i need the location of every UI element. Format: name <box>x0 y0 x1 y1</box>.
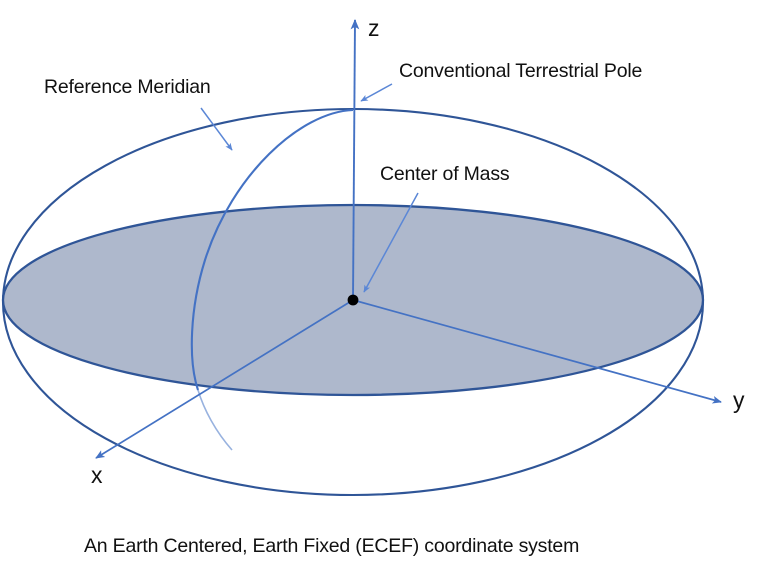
figure-caption: An Earth Centered, Earth Fixed (ECEF) co… <box>84 535 580 557</box>
leader-reference-meridian <box>200 107 233 151</box>
label-axis-x: x <box>91 462 103 488</box>
label-axis-y: y <box>733 387 745 413</box>
leader-conventional-terrestrial-pole <box>360 83 393 102</box>
axis-y-line <box>352 299 722 404</box>
label-reference-meridian: Reference Meridian <box>44 76 211 98</box>
axis-x-line <box>95 299 354 459</box>
origin-center-of-mass-dot <box>347 294 359 306</box>
reference-meridian-curve <box>190 108 354 391</box>
label-center-of-mass: Center of Mass <box>380 163 510 185</box>
axis-z-line <box>350 18 360 301</box>
leader-center-of-mass <box>363 192 419 293</box>
label-conventional-terrestrial-pole: Conventional Terrestrial Pole <box>399 60 643 82</box>
label-axis-z: z <box>368 15 380 41</box>
reference-meridian-curve-lower <box>197 389 233 451</box>
